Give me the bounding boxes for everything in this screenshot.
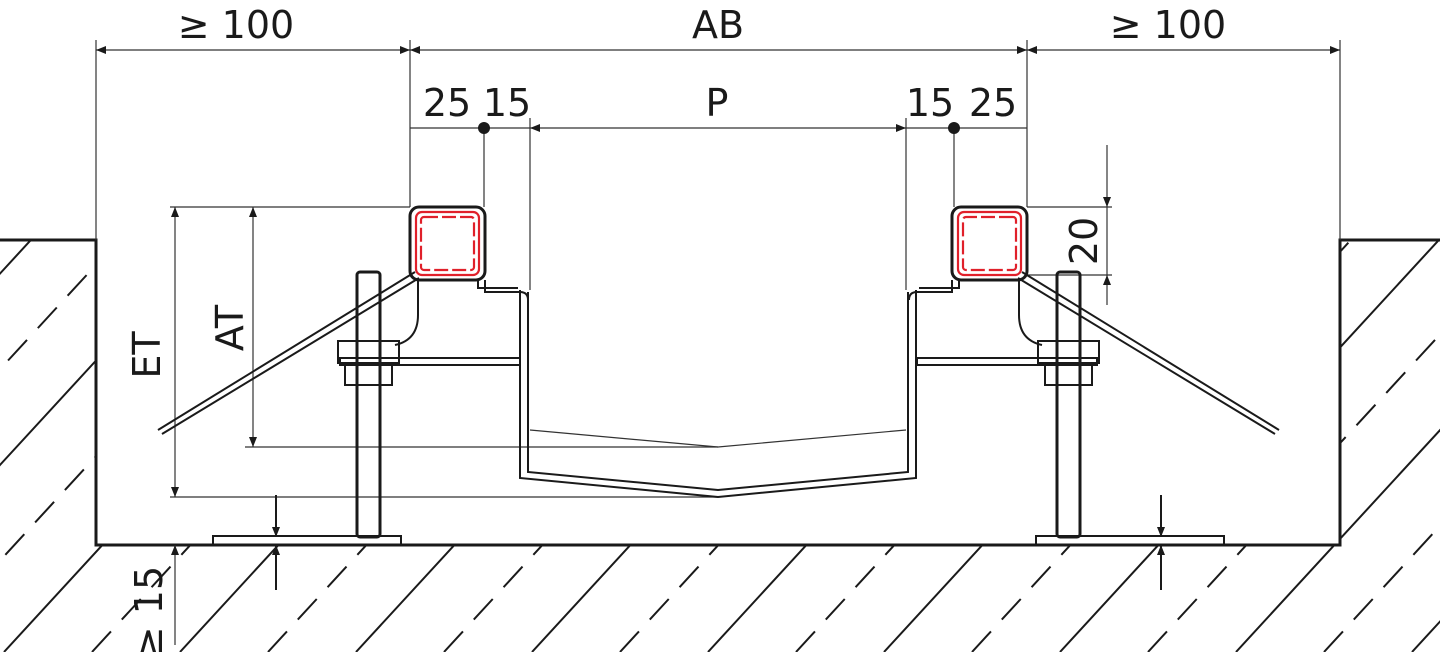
left-margin-label: ≥ 100: [178, 3, 294, 47]
et-label: ET: [125, 331, 169, 379]
left-anchor-assembly: [157, 205, 529, 546]
hatch-line: [443, 240, 925, 652]
hatch-line: [1411, 240, 1440, 652]
hatch-line: [1147, 240, 1440, 652]
at-label: AT: [208, 304, 252, 351]
drainage-trough: [519, 290, 917, 499]
axis-dot-right: [948, 122, 960, 134]
hatch-line: [0, 240, 397, 652]
hatch-line: [707, 240, 1189, 652]
base-plate: [212, 535, 402, 546]
hatch-line: [531, 240, 1013, 652]
ab-label: AB: [692, 3, 744, 47]
hatch-line: [1059, 240, 1440, 652]
nut: [337, 340, 400, 364]
axis-dot-left: [478, 122, 490, 134]
hatch-line: [0, 240, 133, 652]
hatch-line: [619, 240, 1101, 652]
seal-profile: [414, 210, 481, 277]
p-label: P: [706, 81, 729, 125]
left-15-label: 15: [483, 81, 531, 125]
left-25-label: 25: [423, 81, 471, 125]
top-dimensions: [95, 40, 1341, 290]
hatch-line: [0, 240, 45, 652]
hatch-line: [267, 240, 749, 652]
min-15-label: ≥ 15: [127, 566, 171, 652]
edge-profile: [408, 205, 487, 282]
concrete-hatching: [0, 240, 1440, 652]
right-25-label: 25: [969, 81, 1017, 125]
hatch-line: [1235, 240, 1440, 652]
right-15-label: 15: [906, 81, 954, 125]
right-margin-label: ≥ 100: [1110, 3, 1226, 47]
hatch-line: [0, 240, 221, 652]
recess-outline: [0, 238, 1440, 547]
height-20-label: 20: [1062, 217, 1106, 265]
hatch-line: [0, 240, 309, 652]
height-dimensions: [170, 145, 1165, 645]
